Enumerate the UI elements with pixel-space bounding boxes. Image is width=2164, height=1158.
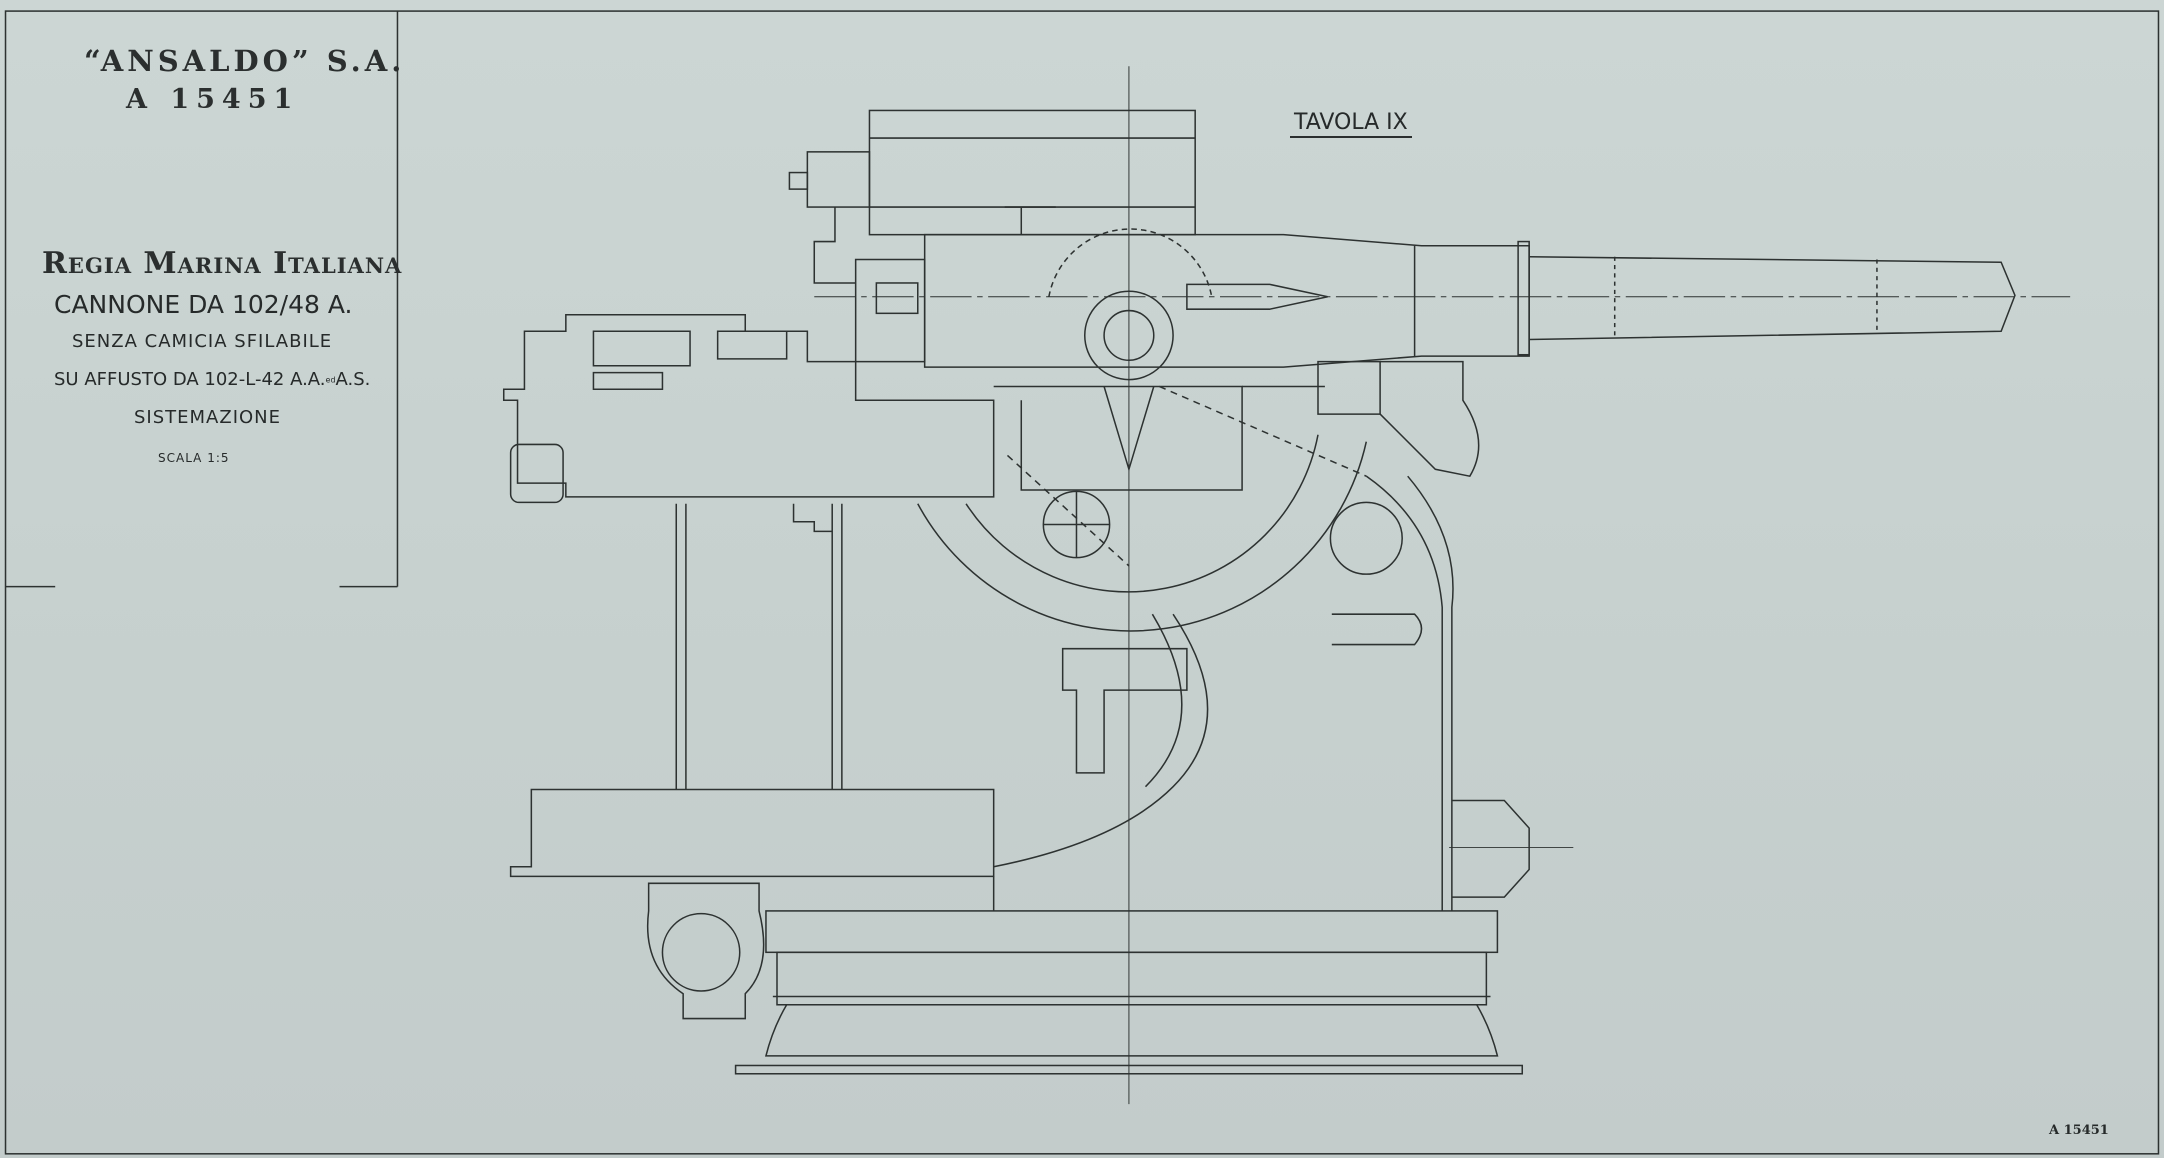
gun-title: CANNONE DA 102/48 A.	[54, 290, 353, 319]
sheet-frame	[4, 10, 2160, 1155]
subtitle-mount-main: SU AFFUSTO DA 102-L-42 A.A.	[54, 369, 326, 390]
scale-label: SCALA 1:5	[158, 451, 230, 465]
base-ring	[734, 910, 1524, 1075]
plate-label: TAVOLA IX	[1290, 110, 1412, 138]
cradle	[502, 313, 1480, 504]
gun-barrel	[854, 206, 2016, 368]
pedestal-posts	[675, 503, 843, 790]
footer-code: A 15451	[2049, 1123, 2109, 1138]
drawing-number-stamp: A 15451	[126, 84, 300, 115]
subtitle-mount: SU AFFUSTO DA 102-L-42 A.A.edA.S.	[54, 369, 370, 390]
subtitle-mount-end: A.S.	[335, 369, 371, 390]
trunnion	[1048, 228, 1213, 381]
recuperator-cylinder	[788, 109, 1196, 284]
subtitle-arrangement: SISTEMAZIONE	[134, 407, 282, 428]
center-lines	[814, 66, 2071, 1105]
elevating-arc	[917, 434, 1368, 632]
lower-box	[509, 788, 995, 1020]
navy-title: Regia Marina Italiana	[42, 246, 403, 281]
subtitle-liner: SENZA CAMICIA SFILABILE	[72, 331, 333, 352]
subtitle-mount-ed: ed	[325, 375, 336, 385]
carriage-column	[993, 475, 1530, 911]
maker-stamp: “ANSALDO” S.A.	[84, 44, 406, 78]
